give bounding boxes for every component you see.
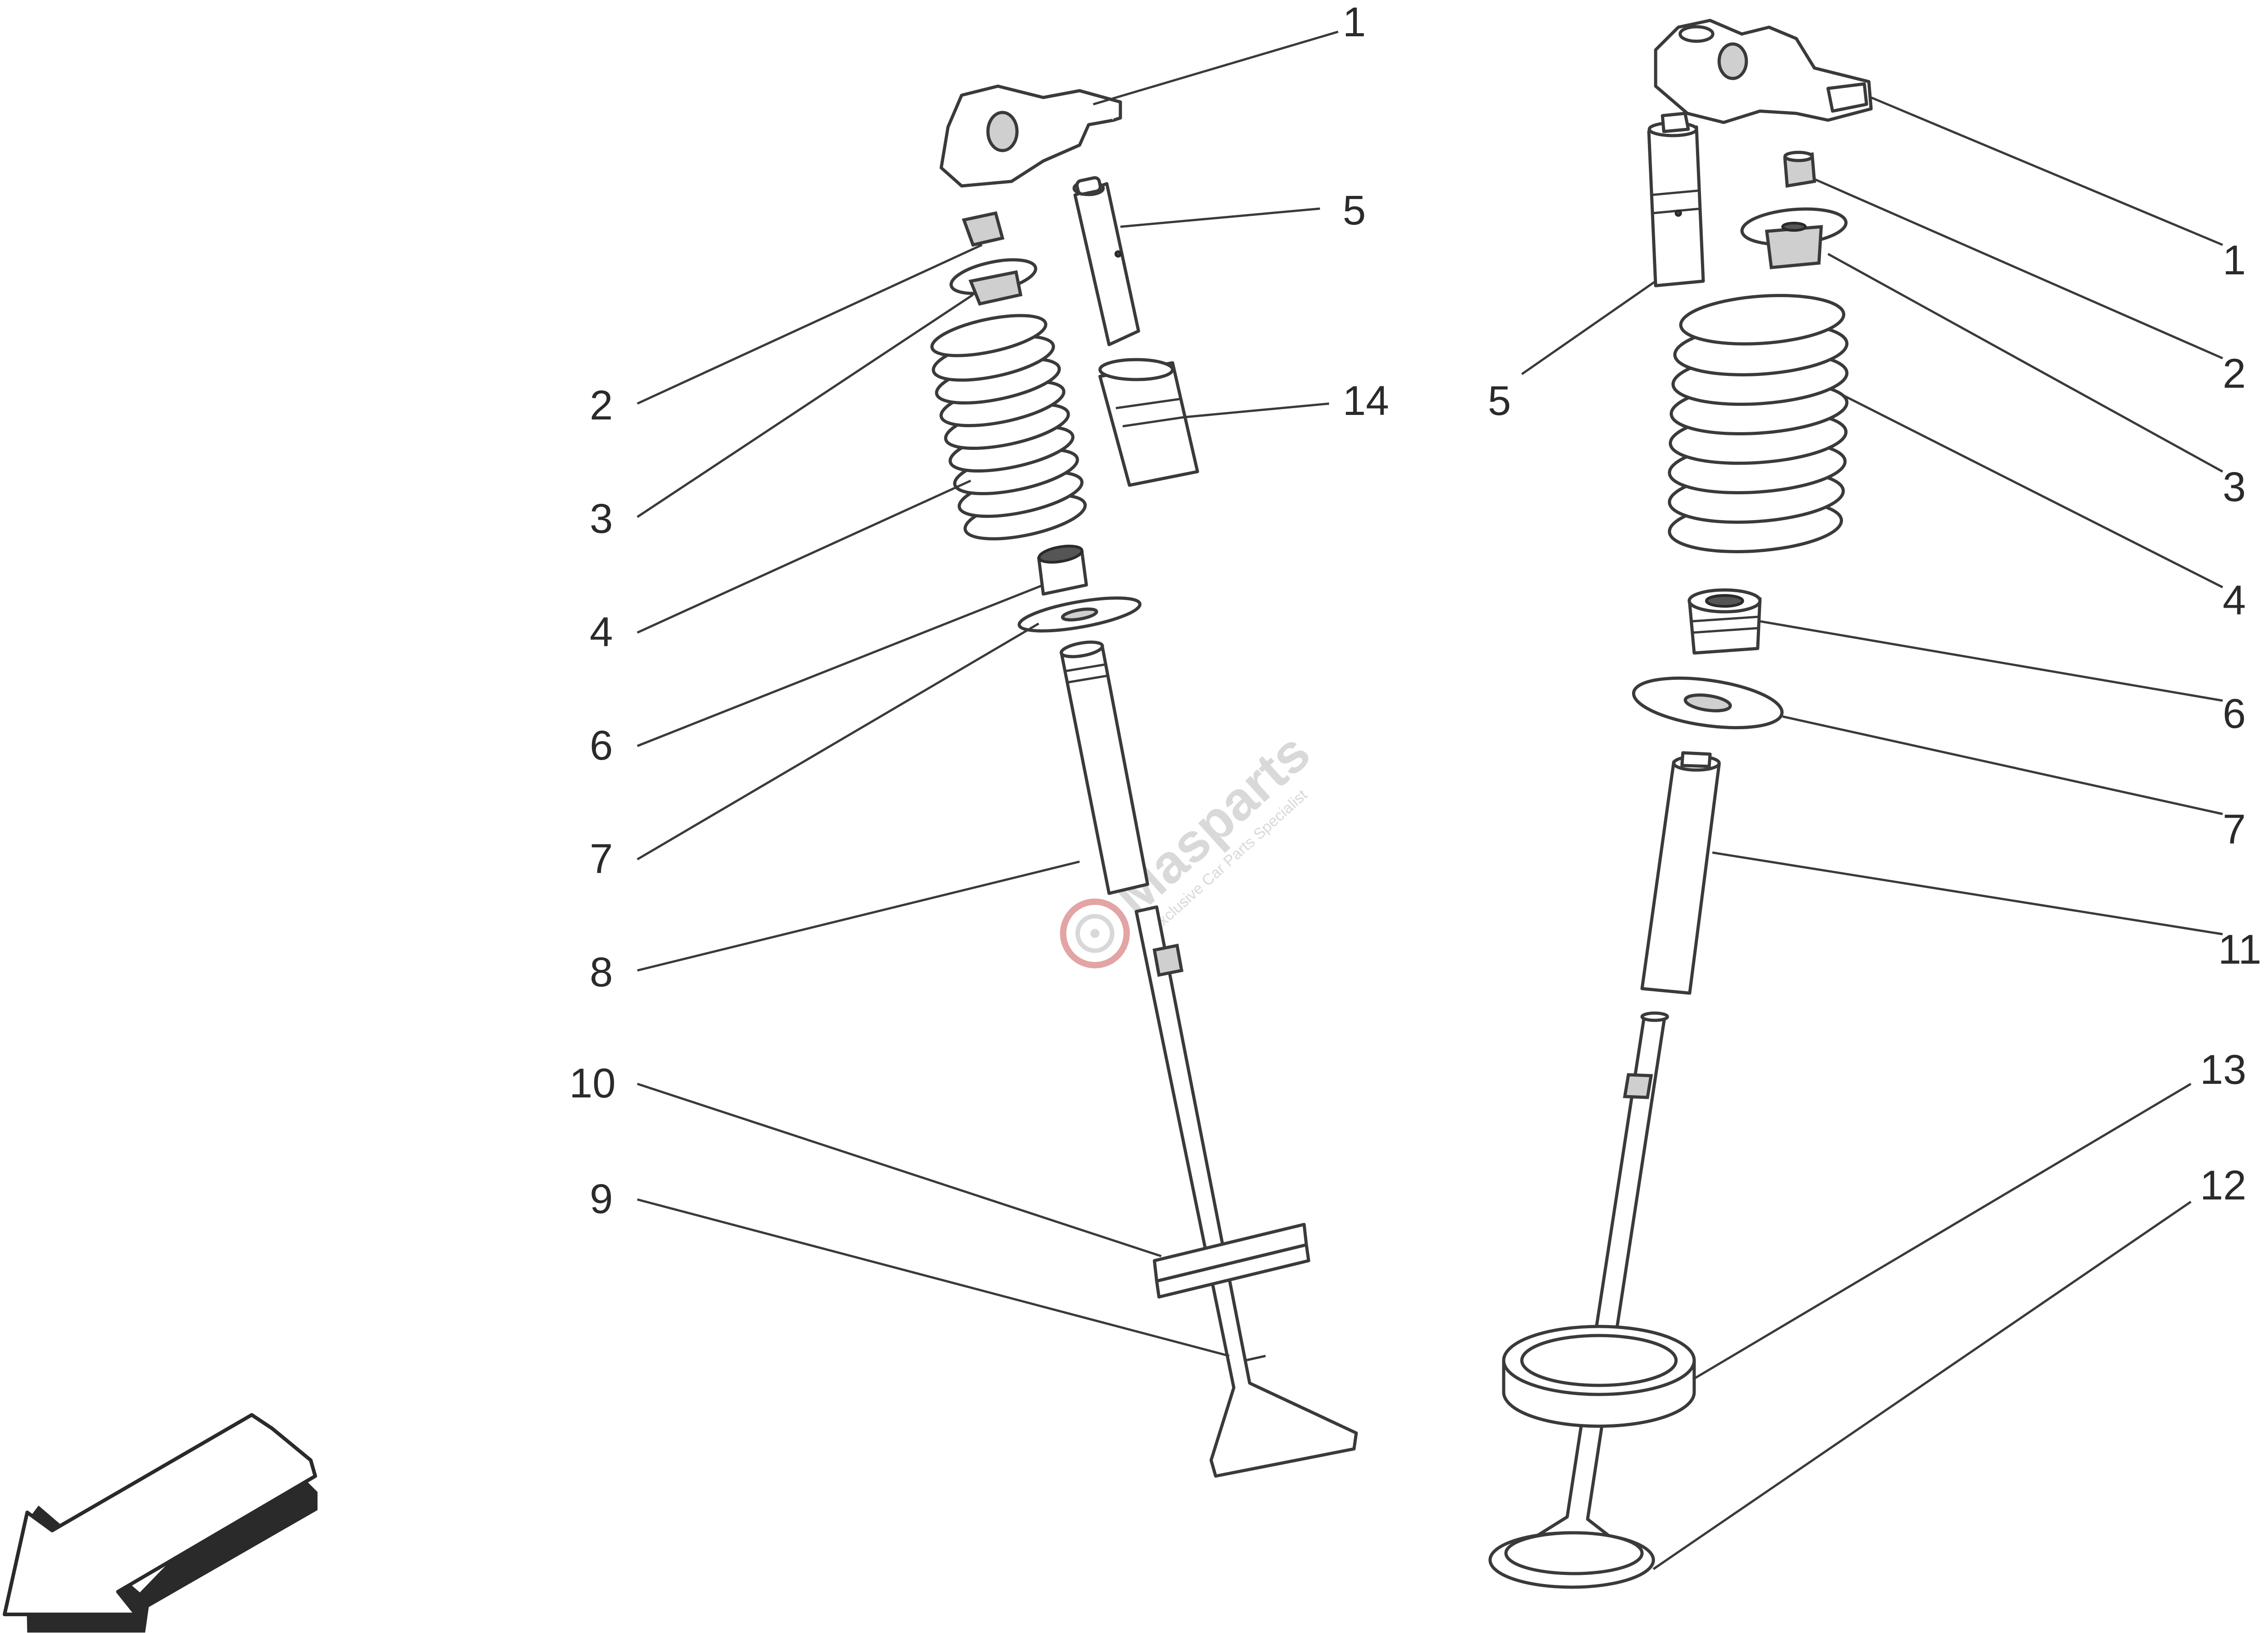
right-hydraulic-lifter (1647, 112, 1705, 288)
arrow-left-down-icon (3, 1413, 318, 1633)
callout-left-9: 9 (590, 1176, 613, 1222)
leader-right-3 (1827, 253, 2224, 473)
leader-left-2 (636, 244, 983, 405)
left-rocker-arm (939, 84, 1122, 188)
callout-right-12: 12 (2200, 1162, 2246, 1209)
gear-logo-icon (1060, 898, 1130, 969)
leader-left-8 (637, 860, 1080, 972)
right-callouts: 5 1 2 3 4 6 7 11 13 12 (1488, 237, 2262, 1209)
leader-left-5 (1120, 207, 1320, 228)
callout-right-2: 2 (2223, 351, 2246, 397)
callout-right-4: 4 (2223, 577, 2246, 624)
leader-right-4 (1841, 393, 2224, 589)
left-spring-retainer (949, 258, 1037, 306)
left-spring-seat-washer (1017, 596, 1142, 633)
callout-left-2: 2 (590, 382, 613, 429)
right-spring-seat-washer (1632, 676, 1784, 730)
right-valve-spring (1667, 294, 1849, 553)
callout-right-3: 3 (2223, 464, 2246, 510)
leader-left-7 (636, 622, 1040, 861)
callout-right-5: 5 (1488, 378, 1511, 424)
left-callouts: 1 5 14 2 3 4 6 7 8 10 9 (569, 0, 1389, 1222)
leader-left-1 (1093, 30, 1339, 106)
leader-left-6 (637, 584, 1044, 747)
callout-right-7: 7 (2223, 806, 2246, 853)
right-valve-keeper (1783, 151, 1816, 188)
leader-right-11 (1712, 851, 2223, 936)
callout-left-1: 1 (1343, 0, 1366, 45)
leader-right-6 (1760, 620, 2223, 702)
left-valve (1134, 905, 1358, 1478)
leader-left-9 (637, 1198, 1230, 1357)
callout-left-4: 4 (590, 609, 613, 655)
callout-right-13: 13 (2200, 1047, 2246, 1093)
left-valve-stem-seal (1037, 545, 1088, 596)
left-tappet (1098, 358, 1199, 487)
callout-left-6: 6 (590, 722, 613, 769)
callout-left-7: 7 (590, 836, 613, 882)
leader-right-1 (1871, 96, 2223, 246)
leader-right-2 (1813, 178, 2224, 360)
leader-right-13 (1693, 1082, 2192, 1380)
right-valve-assembly (1488, 19, 2224, 1589)
leader-left-3 (636, 293, 974, 518)
callout-right-1: 1 (2223, 237, 2246, 283)
callout-right-11: 11 (2218, 926, 2262, 973)
right-valve (1488, 1011, 1669, 1589)
left-valve-seat-insert (1153, 1223, 1310, 1299)
right-valve-stem-seal (1687, 588, 1762, 655)
left-valve-assembly (636, 30, 1358, 1478)
leader-right-5 (1521, 280, 1657, 375)
leader-left-14 (1183, 402, 1330, 419)
right-spring-retainer (1740, 207, 1848, 269)
right-valve-seat-insert (1502, 1325, 1696, 1428)
callout-left-3: 3 (590, 496, 613, 542)
right-valve-guide (1640, 751, 1721, 995)
left-hydraulic-lifter (1072, 176, 1140, 346)
callout-left-5: 5 (1343, 187, 1366, 234)
callout-right-6: 6 (2223, 691, 2246, 737)
leader-right-12 (1652, 1200, 2192, 1570)
right-rocker-arm (1654, 19, 1873, 124)
left-valve-guide (1060, 640, 1149, 895)
leader-right-7 (1782, 715, 2223, 815)
leader-left-10 (637, 1082, 1162, 1258)
callout-left-14: 14 (1343, 378, 1389, 424)
left-valve-keeper (962, 211, 1005, 247)
callout-left-8: 8 (590, 949, 613, 995)
leader-left-4 (636, 479, 972, 634)
callout-left-10: 10 (569, 1060, 616, 1107)
left-valve-spring (930, 314, 1087, 541)
